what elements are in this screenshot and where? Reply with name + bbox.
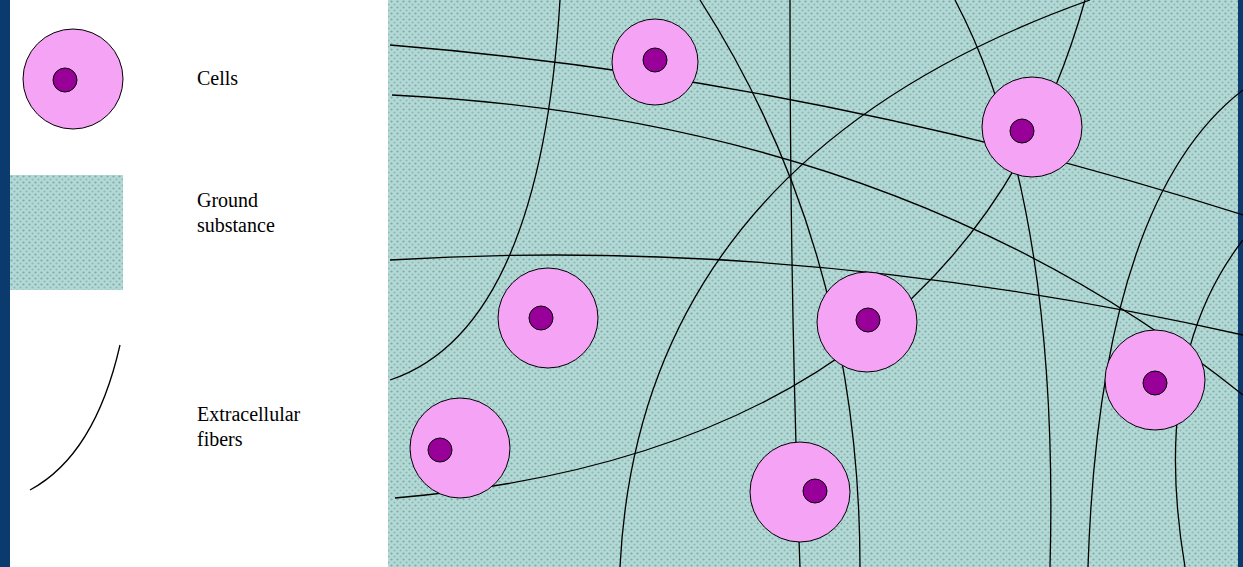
extracellular-fibers bbox=[390, 0, 1243, 567]
ground-substance bbox=[388, 0, 1238, 567]
fiber-sample bbox=[30, 345, 120, 490]
legend-label: Extracellular fibers bbox=[197, 402, 337, 452]
legend-label: Cells bbox=[197, 66, 367, 91]
cell-sample bbox=[23, 29, 123, 129]
legend-panel bbox=[10, 0, 388, 567]
ground-texture bbox=[388, 0, 1238, 567]
cells bbox=[410, 19, 1205, 542]
legend-swatch bbox=[10, 175, 123, 290]
swatch-texture bbox=[10, 175, 123, 290]
legend-label: Ground substance bbox=[197, 188, 307, 238]
